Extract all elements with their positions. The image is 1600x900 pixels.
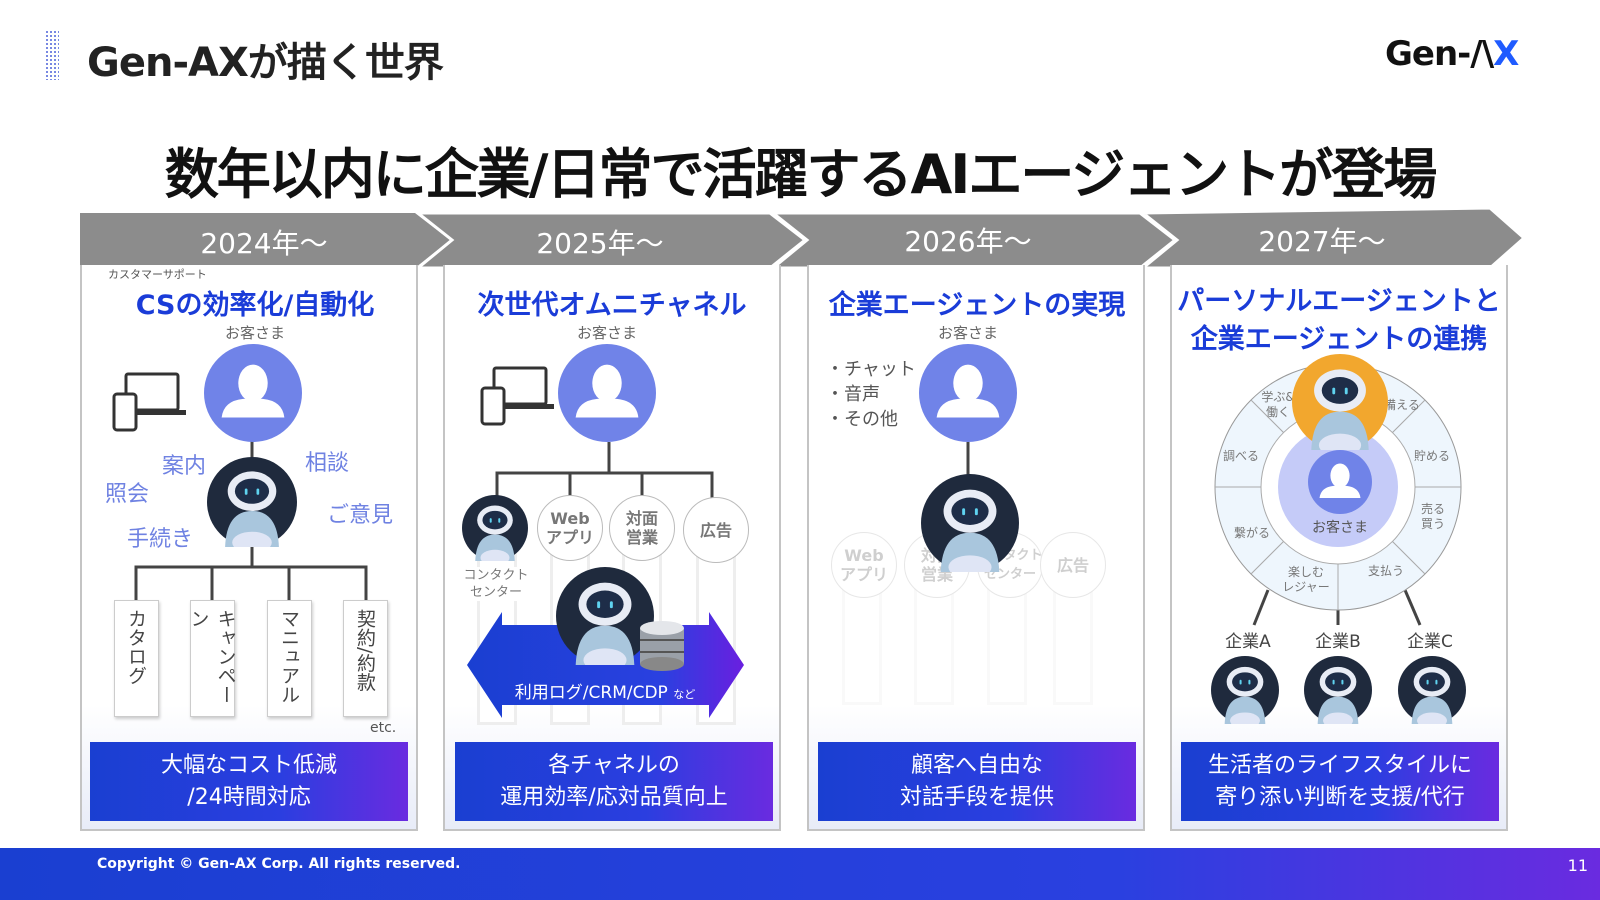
- timeline-label: 2027年〜: [1258, 225, 1386, 258]
- panel3-title: 企業エージェントの実現: [828, 290, 1126, 321]
- page-number: 11: [1567, 856, 1588, 875]
- channel-ads: 広告: [1040, 532, 1106, 598]
- company-c-label: 企業C: [1407, 632, 1453, 652]
- wheel-save: 貯める: [1413, 449, 1451, 463]
- line: [1252, 589, 1270, 626]
- label-consult: 相談: [305, 451, 350, 476]
- page-header-title: Gen-AXが描く世界: [87, 40, 444, 86]
- timeline-label: 2026年〜: [904, 225, 1032, 258]
- wheel-sell-buy: 売る 買う: [1420, 502, 1446, 531]
- gen-ax-logo: Gen-/\X: [1385, 34, 1519, 74]
- summary-line: 顧客へ自由な: [910, 753, 1043, 778]
- panel2-summary: 各チャネルの運用効率/応対品質向上: [455, 742, 773, 821]
- personal-agent-robot-icon: [1292, 354, 1388, 450]
- wheel-leisure: 楽しむ レジャー: [1282, 565, 1330, 594]
- channel-web-app: Web アプリ: [831, 532, 897, 598]
- customer-avatar-icon: [1308, 450, 1372, 514]
- company-a-robot-icon: [1211, 656, 1279, 724]
- bullet-other: ・その他: [826, 409, 898, 430]
- data-suffix: など: [673, 688, 696, 701]
- summary-line: 運用効率/応対品質向上: [500, 785, 728, 810]
- bullet-voice: ・音声: [826, 384, 880, 405]
- etc-label: etc.: [370, 720, 397, 736]
- panel1-subtitle: カスタマーサポート: [108, 268, 207, 281]
- title-line: パーソナルエージェントと: [1177, 286, 1501, 317]
- customer-avatar-icon: [919, 344, 1017, 442]
- bullet-chat: ・チャット: [826, 359, 916, 380]
- summary-line: 大幅なコスト低減: [160, 753, 337, 778]
- panel1-title: CSの効率化/自動化: [135, 290, 375, 321]
- panel4-title: パーソナルエージェントと企業エージェントの連携: [1177, 283, 1500, 359]
- label-inquiry: 照会: [105, 482, 150, 507]
- summary-line: 各チャネルの: [548, 753, 680, 778]
- wheel-pay: 支払う: [1367, 564, 1405, 578]
- customer-avatar-icon: [204, 344, 302, 442]
- footer: Copyright © Gen-AX Corp. All rights rese…: [0, 848, 1600, 900]
- logo-accent: X: [1493, 34, 1519, 74]
- line: [1403, 589, 1422, 626]
- customer-avatar-icon: [558, 344, 656, 442]
- doc-card-contract: 契約/約款: [343, 600, 388, 717]
- wheel-connect: 繋がる: [1233, 526, 1271, 540]
- timeline-label: 2024年〜: [200, 227, 328, 260]
- customer-label: お客さま: [937, 324, 999, 342]
- robot-agent-icon: [207, 457, 297, 547]
- customer-label: お客さま: [576, 324, 638, 342]
- panel1-summary: 大幅なコスト低減/24時間対応: [90, 742, 408, 821]
- company-a-label: 企業A: [1225, 632, 1271, 652]
- summary-line: 寄り添い判断を支援/代行: [1215, 785, 1465, 810]
- contact-center-robot-icon: [462, 495, 528, 561]
- customer-label: お客さま: [1312, 520, 1368, 536]
- timeline-arrow-2024: [80, 213, 450, 268]
- label-procedure: 手続き: [127, 527, 194, 552]
- company-b-label: 企業B: [1315, 632, 1361, 652]
- summary-line: 生活者のライフスタイルに: [1207, 753, 1472, 778]
- data-label: 利用ログ/CRM/CDP: [514, 683, 668, 703]
- channel-bullets: ・チャット ・音声 ・その他: [826, 357, 916, 432]
- panel3-summary: 顧客へ自由な対話手段を提供: [818, 742, 1136, 821]
- company-c-robot-icon: [1398, 656, 1466, 724]
- contact-center-label: コンタクト センター: [463, 567, 529, 601]
- logo-text: Gen-/\: [1385, 34, 1494, 74]
- channel-ads: 広告: [683, 497, 749, 563]
- doc-card-campaign: キャンペーン: [188, 600, 237, 717]
- copyright: Copyright © Gen-AX Corp. All rights rese…: [97, 856, 461, 872]
- wheel-search: 調べる: [1222, 449, 1260, 463]
- channel-web-app: Web アプリ: [537, 495, 603, 561]
- summary-line: 対話手段を提供: [899, 785, 1054, 810]
- summary-line: /24時間対応: [187, 785, 311, 810]
- doc-card-catalog: カタログ: [114, 600, 159, 717]
- tree-line: [495, 471, 714, 500]
- devices-icon: [112, 372, 187, 432]
- panel4-summary: 生活者のライフスタイルに寄り添い判断を支援/代行: [1181, 742, 1499, 821]
- customer-label: お客さま: [224, 324, 286, 342]
- header-decoration: [45, 30, 59, 80]
- tree-line: [134, 565, 368, 600]
- wheel-prepare: 備える: [1384, 398, 1420, 412]
- enterprise-agent-robot-icon: [921, 474, 1019, 572]
- doc-card-manual: マニュアル: [267, 600, 312, 717]
- panel2-title: 次世代オムニチャネル: [477, 290, 747, 321]
- devices-icon: [480, 366, 555, 426]
- company-b-robot-icon: [1304, 656, 1372, 724]
- database-icon: [640, 621, 684, 671]
- timeline-label: 2025年〜: [536, 227, 664, 260]
- label-guide: 案内: [162, 454, 207, 479]
- data-sources-label: 利用ログ/CRM/CDP など: [515, 678, 695, 703]
- channel-face-to-face: 対面 営業: [609, 495, 675, 561]
- title-line: 企業エージェントの連携: [1190, 324, 1488, 355]
- slide-title: 数年以内に企業/日常で活躍するAIエージェントが登場: [164, 143, 1438, 206]
- label-opinion: ご意見: [327, 503, 394, 528]
- wheel-learn-work: 学ぶ& 働く: [1261, 390, 1295, 419]
